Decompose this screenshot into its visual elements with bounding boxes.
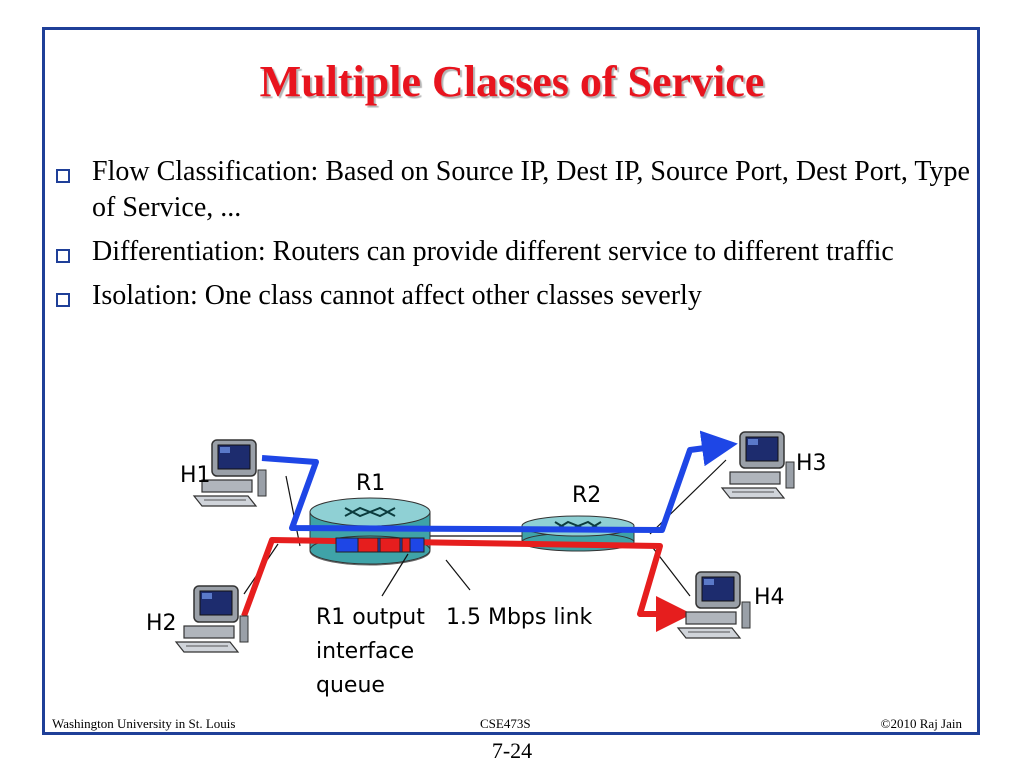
square-bullet-icon: [56, 169, 70, 183]
slide-frame: [42, 27, 980, 735]
page-number: 7-24: [491, 738, 533, 763]
bullet-text: Isolation: One class cannot affect other…: [92, 280, 702, 311]
footer-institution: Washington University in St. Louis: [52, 716, 236, 731]
bullet-item: Flow Classification: Based on Source IP,…: [52, 154, 972, 226]
bullet-text: Differentiation: Routers can provide dif…: [92, 236, 894, 267]
footer-course: CSE473S: [480, 716, 531, 731]
square-bullet-icon: [56, 249, 70, 263]
square-bullet-icon: [56, 293, 70, 307]
bullet-item: Differentiation: Routers can provide dif…: [52, 234, 972, 270]
footer-copyright: ©2010 Raj Jain: [880, 716, 962, 731]
bullet-item: Isolation: One class cannot affect other…: [52, 278, 972, 314]
bullet-list: Flow Classification: Based on Source IP,…: [52, 154, 972, 322]
slide-title: Multiple Classes of Service: [259, 57, 765, 106]
bullet-text: Flow Classification: Based on Source IP,…: [92, 156, 970, 223]
